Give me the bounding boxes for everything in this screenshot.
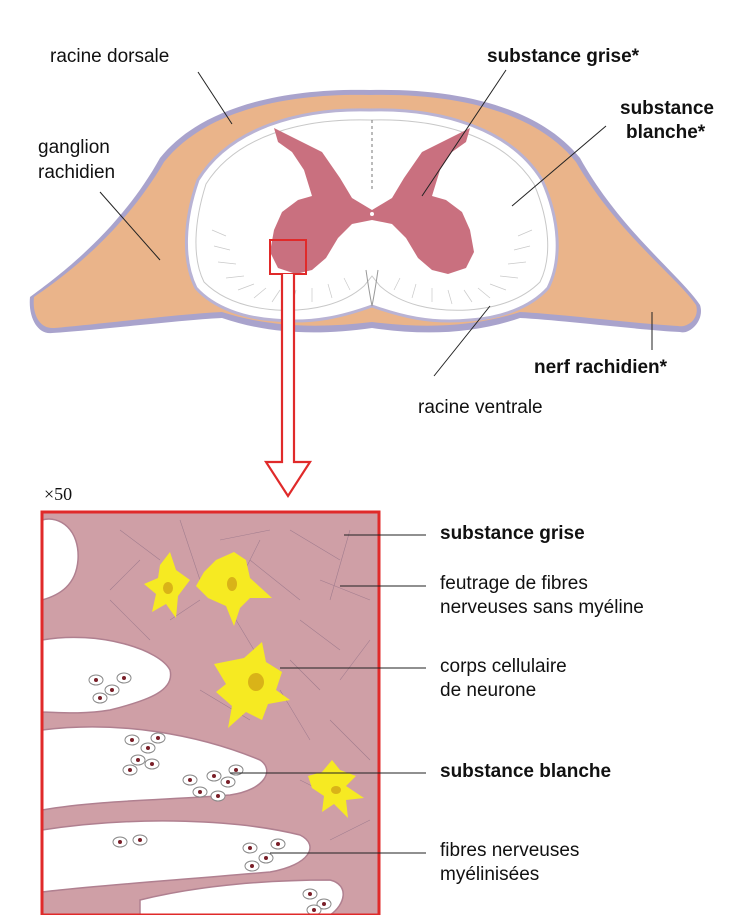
label-ganglion: ganglion bbox=[38, 137, 110, 159]
label-racine-ventrale: racine ventrale bbox=[418, 397, 543, 419]
label-substance-blanche-detail: substance blanche bbox=[440, 761, 611, 783]
central-canal bbox=[370, 212, 374, 216]
label-feutrage-2: nerveuses sans myéline bbox=[440, 597, 644, 619]
label-substance-blanche-top-1: substance bbox=[620, 98, 714, 120]
magnification-label: ×50 bbox=[44, 484, 72, 505]
label-corps-1: corps cellulaire bbox=[440, 656, 567, 678]
label-substance-blanche-top-2: blanche* bbox=[626, 122, 705, 144]
label-racine-dorsale: racine dorsale bbox=[50, 46, 169, 68]
spinal-cord-section bbox=[30, 90, 701, 333]
label-fibres-1: fibres nerveuses bbox=[440, 840, 579, 862]
label-fibres-2: myélinisées bbox=[440, 864, 539, 886]
label-corps-2: de neurone bbox=[440, 680, 536, 702]
label-nerf-rachidien: nerf rachidien* bbox=[534, 357, 667, 379]
magnified-panel bbox=[42, 512, 379, 915]
label-substance-grise-detail: substance grise bbox=[440, 523, 585, 545]
label-feutrage-1: feutrage de fibres bbox=[440, 573, 588, 595]
label-substance-grise-top: substance grise* bbox=[487, 46, 639, 68]
label-rachidien: rachidien bbox=[38, 162, 115, 184]
